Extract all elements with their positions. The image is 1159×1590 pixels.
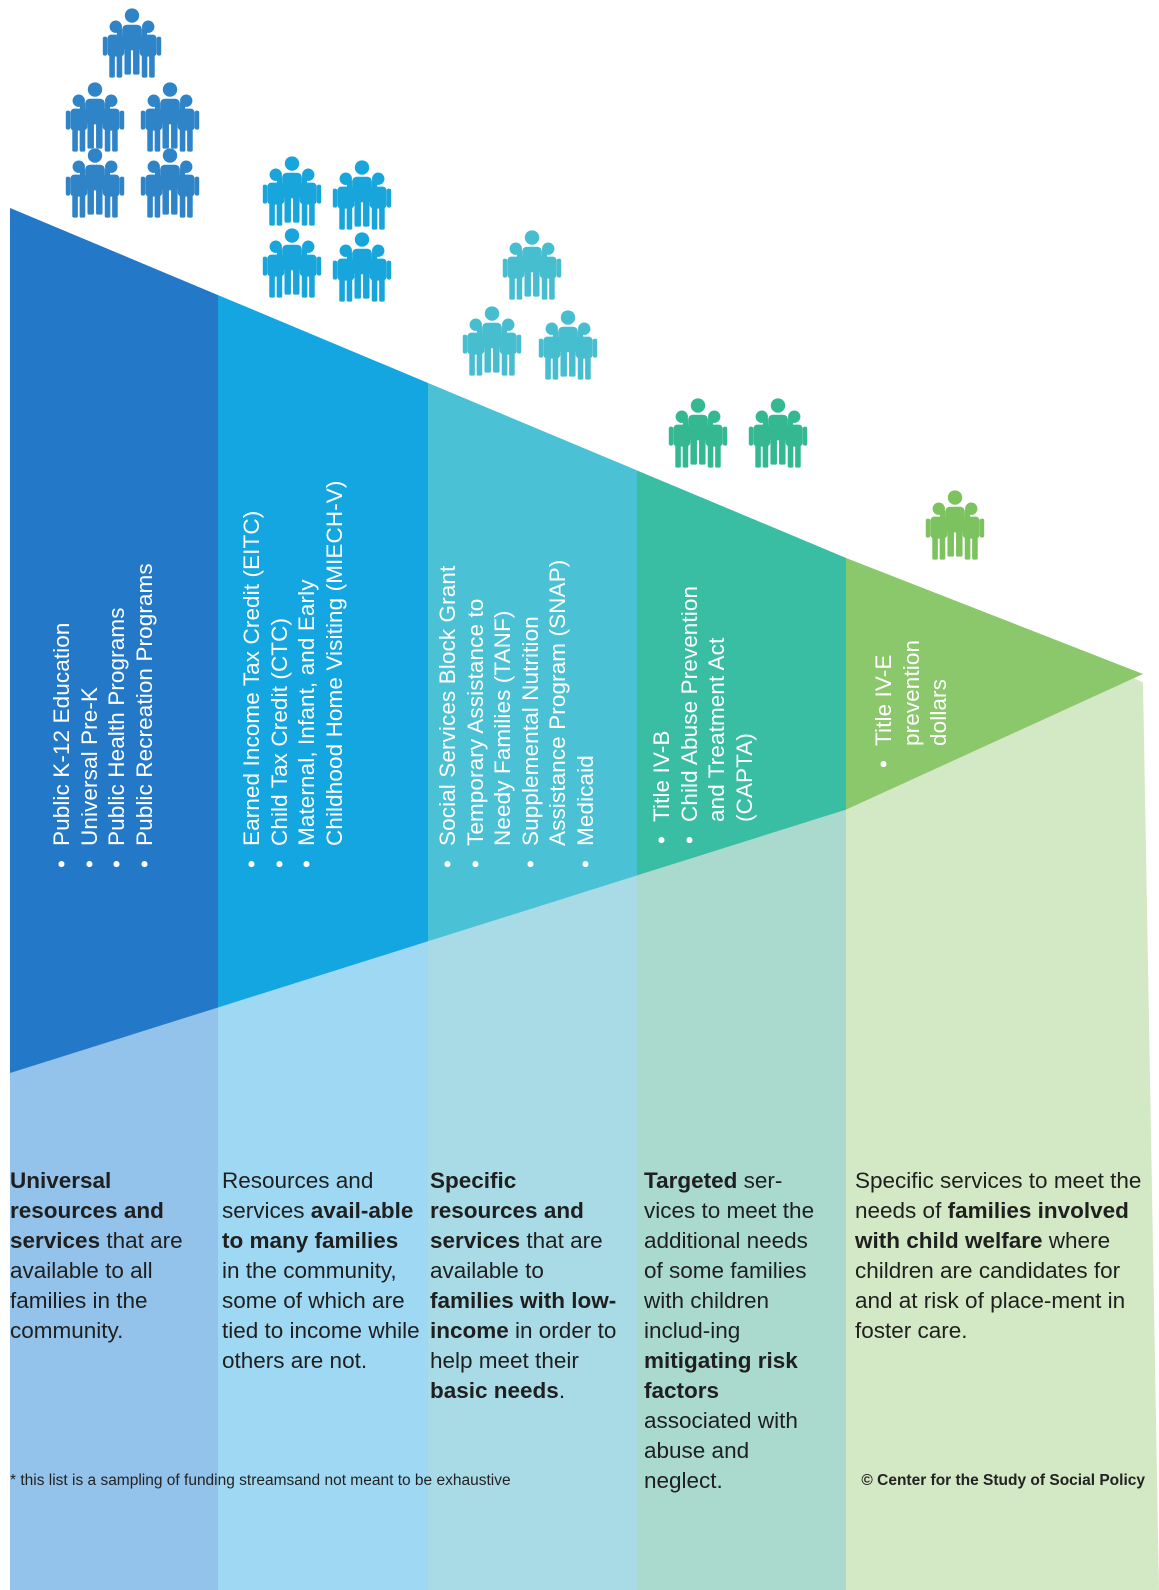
description-text: in the community, some of which are tied… [222, 1258, 420, 1373]
program-item: Supplemental Nutrition [517, 560, 545, 870]
program-item: and Treatment Act [704, 637, 729, 822]
program-item: Title IV-E [870, 640, 898, 770]
column-1-description: Universal resources and services that ar… [10, 1166, 215, 1346]
program-item: Temporary Assistance to [462, 560, 490, 870]
program-item: Child Abuse Prevention [676, 586, 704, 846]
people-trio-icon [333, 160, 391, 229]
description-text: Resources and services [222, 1168, 374, 1223]
column-5-people-group-icon [926, 490, 984, 559]
description-text: . [558, 1378, 566, 1403]
description-text: in order to help meet their [430, 1318, 617, 1373]
program-item: Social Services Block Grant [434, 560, 462, 870]
column-5-triangle-band [846, 557, 1143, 810]
column-3-description: Specific resources and services that are… [430, 1166, 630, 1406]
people-trio-icon [141, 148, 199, 217]
program-item: Maternal, Infant, and Early [293, 480, 321, 870]
program-item: Title IV-B [648, 586, 676, 846]
description-text: associated with abuse and neglect. [644, 1408, 798, 1493]
description-text: that are available to all families in th… [10, 1228, 183, 1343]
program-item: Earned Income Tax Credit (EITC) [238, 480, 266, 870]
description-text: that are available to [430, 1228, 603, 1283]
people-trio-icon [539, 310, 597, 379]
people-trio-icon [103, 8, 161, 77]
description-text: where children are candidates for and at… [855, 1228, 1126, 1343]
program-item: Universal Pre-K [76, 563, 104, 870]
people-trio-icon [749, 398, 807, 467]
column-3-people-group-icon [463, 230, 597, 379]
people-trio-icon [669, 398, 727, 467]
description-emphasis: avail-able to many families [222, 1198, 414, 1253]
program-item: Public Health Programs [103, 563, 131, 870]
program-item: Medicaid [572, 560, 600, 870]
description-emphasis: families with low-income [430, 1288, 617, 1343]
people-trio-icon [66, 148, 124, 217]
program-item: Public K-12 Education [48, 563, 76, 870]
people-trio-icon [66, 82, 124, 151]
description-emphasis: mitigating risk factors [644, 1348, 798, 1403]
program-item: Public Recreation Programs [131, 563, 159, 870]
people-trio-icon [333, 232, 391, 301]
description-emphasis: Specific resources and services [430, 1168, 584, 1253]
column-1-people-group-icon [66, 8, 199, 217]
description-emphasis: Universal resources and services [10, 1168, 164, 1253]
column-2-people-group-icon [263, 156, 391, 301]
program-item: prevention [898, 639, 924, 746]
people-trio-icon [141, 82, 199, 151]
column-4-people-group-icon [669, 398, 807, 467]
people-trio-icon [263, 156, 321, 225]
people-trio-icon [503, 230, 561, 299]
description-text: Specific services to meet the needs of [855, 1168, 1142, 1223]
description-text: ser-vices to meet the additional needs o… [644, 1168, 815, 1343]
program-item: Childhood Home Visiting (MIECH-V) [321, 480, 347, 846]
program-item: (CAPTA) [731, 732, 757, 822]
column-2-description: Resources and services avail-able to man… [222, 1166, 422, 1376]
people-trio-icon [926, 490, 984, 559]
description-emphasis: basic needs [430, 1378, 559, 1403]
column-4-description: Targeted ser-vices to meet the additiona… [644, 1166, 832, 1496]
description-emphasis: Targeted [644, 1168, 738, 1193]
program-item: dollars [926, 679, 951, 746]
program-item: Child Tax Credit (CTC) [266, 480, 294, 870]
column-5-lower-band [846, 557, 1159, 1590]
column-5-description: Specific services to meet the needs of f… [855, 1166, 1147, 1346]
people-trio-icon [263, 228, 321, 297]
description-emphasis: families involved with child welfare [855, 1198, 1129, 1253]
people-trio-icon [463, 306, 521, 375]
program-item: Needy Families (TANF) [490, 610, 515, 846]
program-item: Assistance Program (SNAP) [545, 559, 570, 846]
footnote: * this list is a sampling of funding str… [10, 1472, 511, 1489]
copyright: © Center for the Study of Social Policy [861, 1472, 1145, 1489]
